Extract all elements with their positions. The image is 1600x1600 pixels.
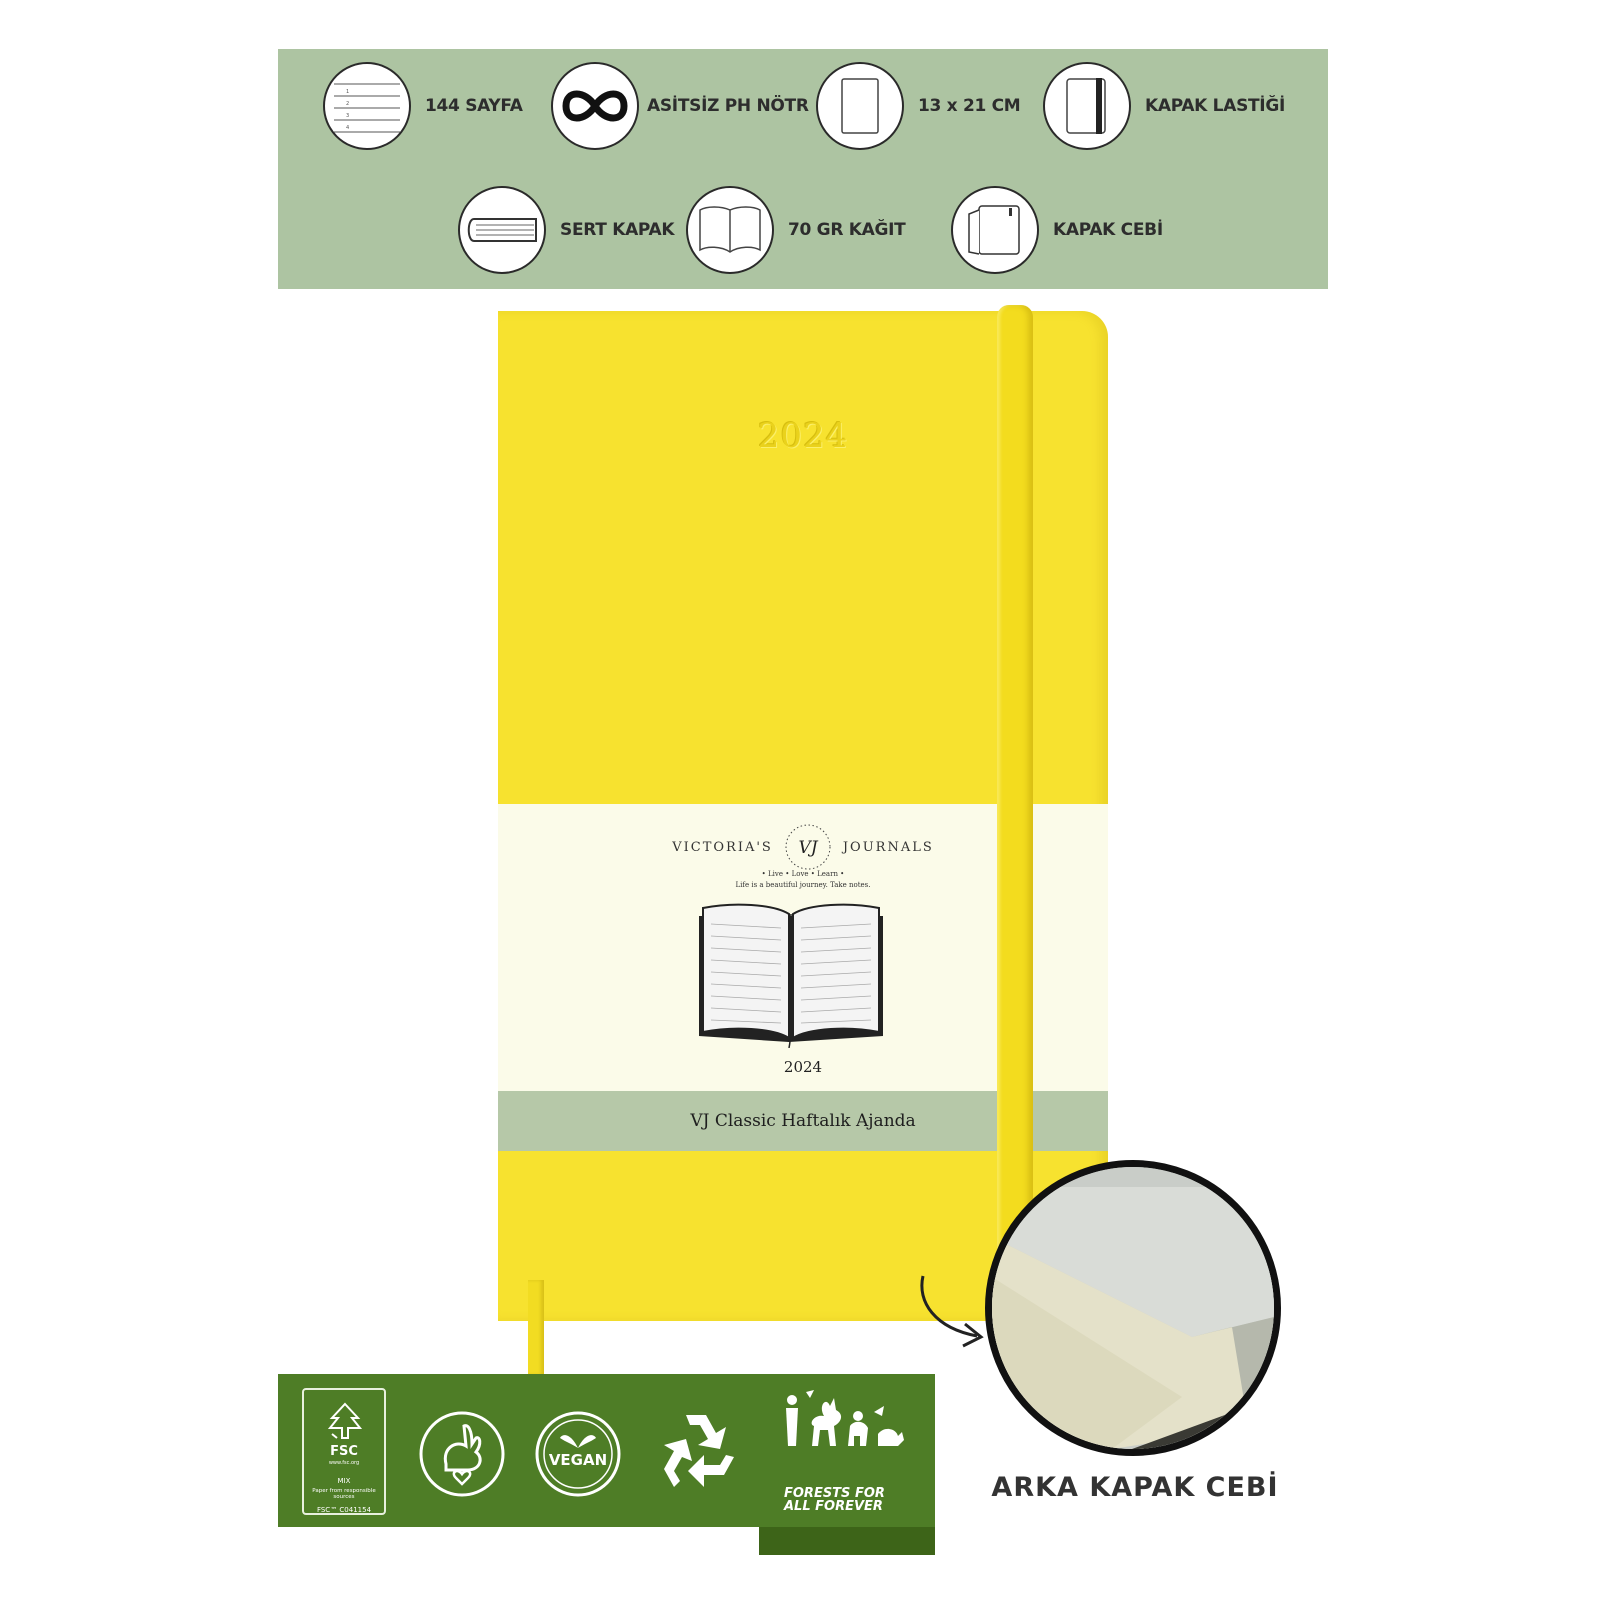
fsc-badge: FSC www.fsc.org MIX Paper from responsib… (302, 1388, 386, 1515)
feature-size: 13 x 21 CM (816, 62, 1021, 150)
cruelty-free-icon (419, 1411, 505, 1497)
card-year: 2024 (783, 1058, 823, 1076)
hardcover-icon (458, 186, 546, 274)
feature-label: SERT KAPAK (560, 220, 675, 240)
feature-elastic: KAPAK LASTİĞİ (1043, 62, 1285, 150)
notebook-size-icon (816, 62, 904, 150)
vegan-badge-icon: VEGAN (535, 1411, 621, 1497)
feature-label: 144 SAYFA (425, 96, 523, 116)
feature-label: 70 GR KAĞIT (788, 220, 906, 240)
feature-label: 13 x 21 CM (918, 96, 1021, 116)
fsc-name: FSC (330, 1444, 358, 1459)
svg-text:VEGAN: VEGAN (549, 1451, 607, 1469)
embossed-year: 2024 (757, 416, 849, 456)
feature-cover-pocket: KAPAK CEBİ (951, 186, 1163, 274)
forests-for-all-label: FORESTS FOR ALL FOREVER (784, 1486, 885, 1514)
fsc-paper: Paper from responsible sources (312, 1488, 376, 1500)
recycle-icon (664, 1415, 734, 1487)
cover-pocket-icon (951, 186, 1039, 274)
feature-pages: 1 2 3 4 144 SAYFA (323, 62, 523, 150)
svg-text:2: 2 (346, 101, 349, 107)
svg-text:1: 1 (346, 89, 349, 95)
elastic-band (997, 305, 1033, 1335)
product-title: VJ Classic Haftalık Ajanda (690, 1111, 916, 1131)
lined-pages-icon: 1 2 3 4 (323, 62, 411, 150)
ribbon-bookmark (528, 1280, 544, 1375)
svg-text:VJ: VJ (798, 838, 818, 858)
brand-row: VICTORIA'S VJ JOURNALS (498, 822, 1108, 872)
back-pocket-zoom (985, 1160, 1281, 1456)
forests-for-all-icon (786, 1390, 904, 1446)
tagline-sub: Life is a beautiful journey. Take notes. (735, 881, 871, 889)
brand-left: VICTORIA'S (672, 839, 773, 855)
open-book-icon (686, 186, 774, 274)
svg-text:3: 3 (346, 113, 349, 119)
back-pocket-label: ARKA KAPAK CEBİ (991, 1472, 1279, 1503)
back-pocket-photo (992, 1167, 1274, 1449)
feature-label: ASİTSİZ PH NÖTR (647, 96, 809, 116)
open-planner-illustration (699, 903, 883, 1048)
brand-right: JOURNALS (842, 839, 934, 855)
infinity-icon (551, 62, 639, 150)
fsc-mix: MIX (337, 1477, 351, 1485)
svg-text:4: 4 (346, 125, 349, 131)
tagline: • Live • Love • Learn • (761, 870, 845, 878)
pointer-arrow-icon (920, 1275, 984, 1348)
features-banner (278, 49, 1328, 289)
fsc-url: www.fsc.org (328, 1460, 360, 1466)
eco-banner-fold (759, 1527, 935, 1555)
feature-label: KAPAK CEBİ (1053, 220, 1163, 240)
fsc-code: FSC™ C041154 (316, 1506, 372, 1514)
feature-paper-weight: 70 GR KAĞIT (686, 186, 906, 274)
fsc-tree-icon (327, 1402, 363, 1439)
vj-logo-icon: VJ (785, 824, 831, 870)
feature-label: KAPAK LASTİĞİ (1145, 96, 1286, 116)
feature-hardcover: SERT KAPAK (458, 186, 675, 274)
elastic-band-icon (1043, 62, 1131, 150)
feature-acid-free: ASİTSİZ PH NÖTR (551, 62, 809, 150)
